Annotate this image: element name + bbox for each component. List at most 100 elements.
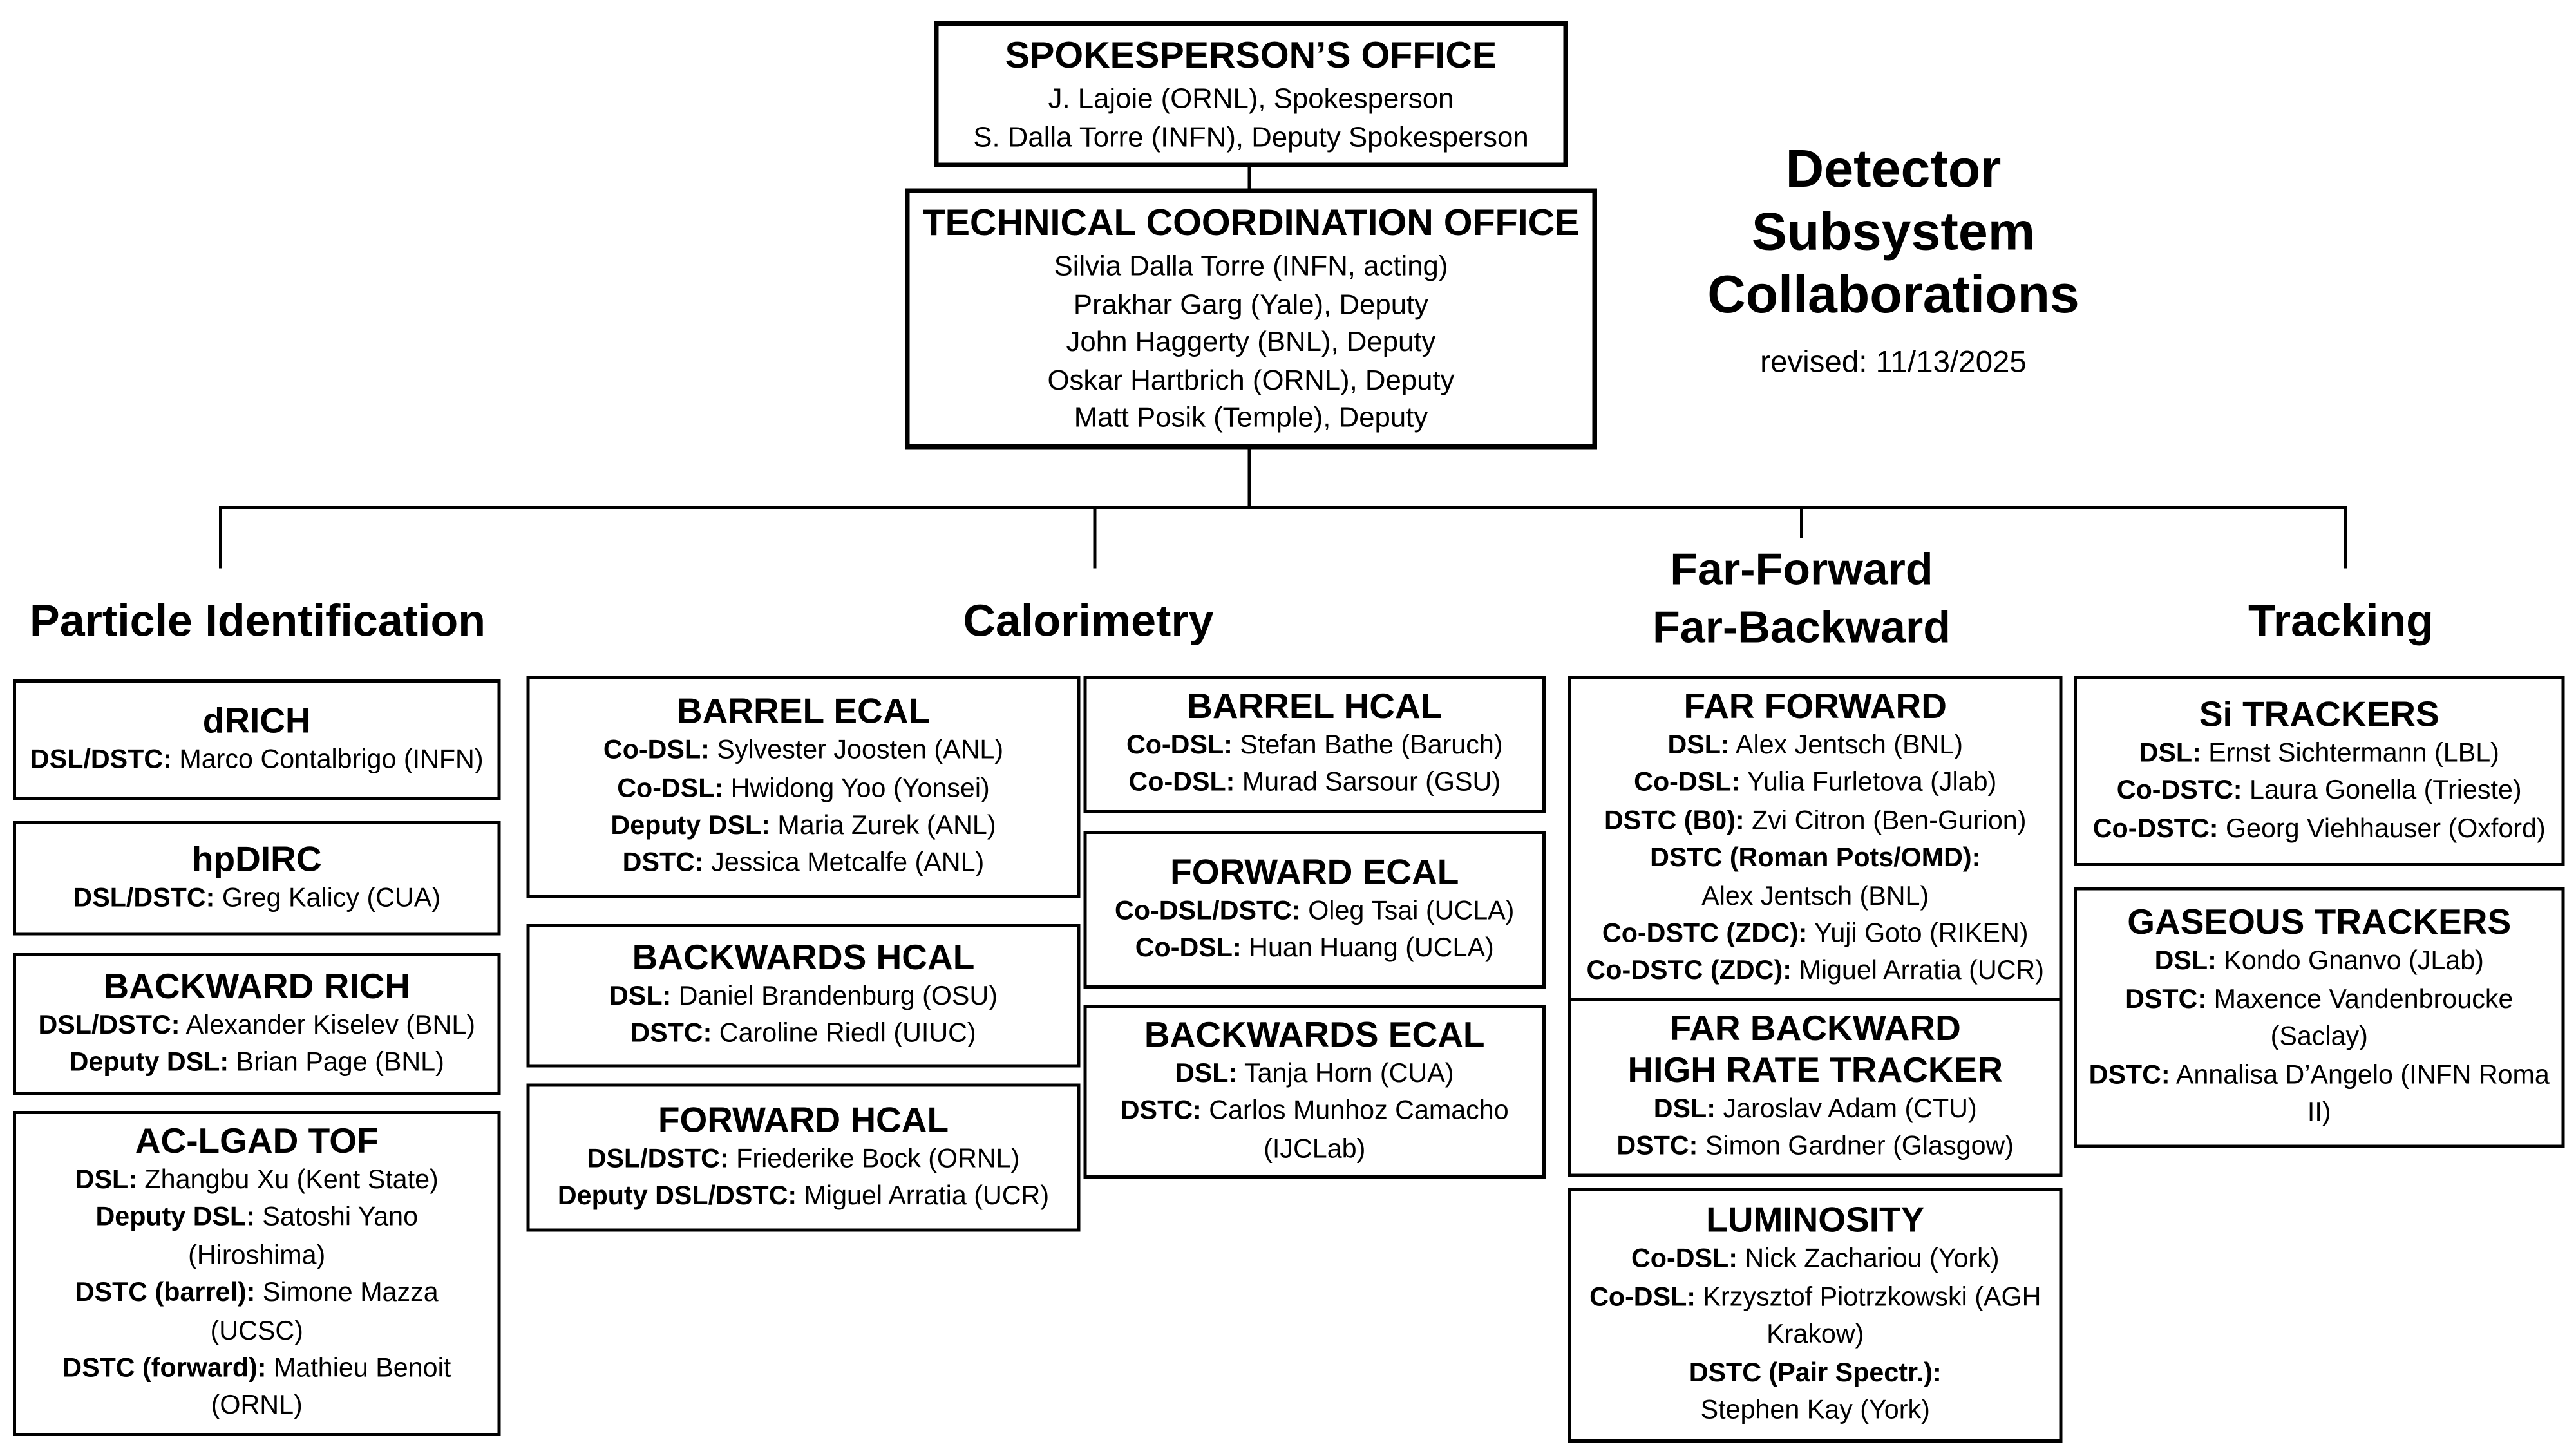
role-label: DSL: (2154, 947, 2217, 977)
role-value: Huan Huang (UCLA) (1241, 933, 1494, 963)
box-spokespersons-office: SPOKESPERSON’S OFFICE J. Lajoie (ORNL), … (934, 21, 1568, 168)
revised-date: revised: 11/13/2025 (1760, 346, 2027, 380)
role-value: Hwidong Yoo (Yonsei) (723, 773, 990, 803)
role-value: Kondo Gnanvo (JLab) (2216, 947, 2484, 977)
role-label: DSTC (B0): (1604, 806, 1745, 835)
role-entry: Co-DSL: Huan Huang (UCLA) (1135, 931, 1494, 969)
role-label: Co-DSL: (617, 773, 724, 803)
role-value: Annalisa D’Angelo (INFN Roma II) (2170, 1060, 2550, 1128)
role-label: Co-DSL: (603, 735, 710, 765)
box-title: BACKWARDS HCAL (632, 937, 975, 978)
role-entry: DSTC: Maxence Vandenbroucke (Saclay) (2087, 982, 2552, 1057)
box-title: BARREL ECAL (676, 690, 931, 732)
role-label: DSL: (1175, 1059, 1238, 1088)
role-label: Co-DSL/DSTC: (1115, 896, 1301, 925)
box-forward-hcal: FORWARD HCAL DSL/DSTC: Friederike Bock (… (526, 1083, 1081, 1232)
role-entry: DSL: Ernst Sichtermann (LBL) (2139, 735, 2499, 773)
role-label: Co-DSL: (1126, 731, 1233, 761)
role-entry: DSTC (B0): Zvi Citron (Ben-Gurion) (1604, 803, 2027, 841)
box-title: hpDIRC (191, 838, 322, 879)
box-title: TECHNICAL COORDINATION OFFICE (922, 201, 1580, 243)
role-entry: DSL/DSTC: Friederike Bock (ORNL) (587, 1141, 1020, 1179)
role-entry: DSL/DSTC: Alexander Kiselev (BNL) (38, 1007, 475, 1045)
connector-drop-calorimetry (1093, 506, 1097, 569)
role-entry: DSTC (barrel): Simone Mazza (UCSC) (26, 1276, 488, 1351)
office-line: J. Lajoie (ORNL), Spokesperson (1048, 82, 1454, 115)
role-value: Caroline Riedl (UIUC) (712, 1019, 976, 1049)
role-entry: Deputy DSL: Brian Page (BNL) (70, 1045, 444, 1083)
role-entry: Co-DSL: Murad Sarsour (GSU) (1128, 766, 1501, 804)
role-entry: DSTC: Simon Gardner (Glasgow) (1616, 1129, 2014, 1167)
role-value: Sylvester Joosten (ANL) (709, 735, 1004, 765)
box-far-forward: FAR FORWARD DSL: Alex Jentsch (BNL) Co-D… (1568, 676, 2063, 1001)
box-barrel-hcal: BARREL HCAL Co-DSL: Stefan Bathe (Baruch… (1083, 676, 1546, 813)
role-label: Deputy DSL: (95, 1203, 255, 1233)
role-label: Co-DSL: (1634, 768, 1741, 798)
role-value: Yulia Furletova (Jlab) (1740, 768, 1997, 798)
column-header-line: Far-Backward (1653, 601, 1951, 652)
role-value: Yuji Goto (RIKEN) (1807, 919, 2029, 949)
office-line: John Haggerty (BNL), Deputy (1066, 325, 1436, 358)
role-entry: Co-DSL: Stefan Bathe (Baruch) (1126, 728, 1503, 766)
role-entry: DSL: Alex Jentsch (BNL) (1667, 728, 1962, 766)
role-entry: DSTC: Annalisa D’Angelo (INFN Roma II) (2087, 1057, 2552, 1133)
role-label: DSTC: (1616, 1132, 1698, 1162)
connector-branch-horizontal (219, 506, 2347, 509)
role-value: Zhangbu Xu (Kent State) (137, 1165, 439, 1195)
role-value: Daniel Brandenburg (OSU) (671, 982, 998, 1012)
office-line: Matt Posik (Temple), Deputy (1074, 401, 1428, 434)
role-entry: Co-DSL: Sylvester Joosten (ANL) (603, 733, 1003, 771)
role-value: Miguel Arratia (UCR) (797, 1181, 1050, 1211)
role-value: Alex Jentsch (BNL) (1729, 730, 1963, 760)
connector-drop-tracking (2344, 506, 2347, 569)
role-label: Co-DSL: (1128, 768, 1235, 798)
role-entry: DSL/DSTC: Greg Kalicy (CUA) (73, 880, 440, 918)
role-entry: DSTC: Caroline Riedl (UIUC) (630, 1017, 976, 1055)
role-entry: DSL: Kondo Gnanvo (JLab) (2155, 944, 2484, 982)
role-value: Greg Kalicy (CUA) (214, 883, 441, 913)
role-entry: Co-DSTC: Laura Gonella (Trieste) (2117, 773, 2522, 811)
role-label: DSTC (barrel): (75, 1278, 256, 1308)
office-line: Prakhar Garg (Yale), Deputy (1073, 287, 1429, 320)
box-far-backward-high-rate-tracker: FAR BACKWARD HIGH RATE TRACKER DSL: Jaro… (1568, 998, 2063, 1177)
role-value: Nick Zachariou (York) (1737, 1245, 2000, 1274)
role-entry: Co-DSL: Yulia Furletova (Jlab) (1634, 765, 1996, 803)
chart-title-line: Detector (1785, 138, 2002, 198)
box-title: Si TRACKERS (2199, 694, 2439, 734)
role-entry: DSTC (Pair Spectr.): Stephen Kay (York) (1689, 1355, 1942, 1430)
role-value: Jessica Metcalfe (ANL) (703, 849, 985, 878)
box-title: BACKWARDS ECAL (1144, 1014, 1485, 1055)
role-label: DSTC: (630, 1019, 712, 1049)
box-gaseous-trackers: GASEOUS TRACKERS DSL: Kondo Gnanvo (JLab… (2074, 887, 2565, 1148)
role-entry: Co-DSL: Nick Zachariou (York) (1631, 1242, 1999, 1280)
role-label: DSL/DSTC: (587, 1144, 729, 1173)
box-title: FAR FORWARD (1683, 686, 1947, 726)
role-value: Friederike Bock (ORNL) (728, 1144, 1020, 1173)
column-header-tracking: Tracking (2248, 596, 2434, 646)
role-label: Deputy DSL/DSTC: (557, 1181, 797, 1211)
role-label: DSTC: (1120, 1097, 1202, 1126)
role-value: Brian Page (BNL) (229, 1048, 444, 1077)
role-label: DSL: (2139, 739, 2201, 768)
role-label: DSTC (Pair Spectr.): (1689, 1358, 1942, 1388)
role-label: DSL/DSTC: (30, 744, 172, 774)
role-label: Co-DSTC (ZDC): (1586, 957, 1792, 987)
box-backward-rich: BACKWARD RICH DSL/DSTC: Alexander Kisele… (13, 953, 501, 1095)
box-barrel-ecal: BARREL ECAL Co-DSL: Sylvester Joosten (A… (526, 676, 1081, 898)
role-label: DSTC (Roman Pots/OMD): (1650, 844, 1981, 873)
office-line: Oskar Hartbrich (ORNL), Deputy (1047, 363, 1455, 396)
role-label: DSTC: (2088, 1060, 2170, 1090)
box-forward-ecal: FORWARD ECAL Co-DSL/DSTC: Oleg Tsai (UCL… (1083, 831, 1546, 989)
role-label: Co-DSTC (ZDC): (1602, 919, 1808, 949)
role-value: Stephen Kay (York) (1700, 1396, 1930, 1425)
connector-drop-pid (219, 506, 222, 569)
box-ac-lgad-tof: AC-LGAD TOF DSL: Zhangbu Xu (Kent State)… (13, 1111, 501, 1436)
box-luminosity: LUMINOSITY Co-DSL: Nick Zachariou (York)… (1568, 1188, 2063, 1443)
role-label: DSL: (1667, 730, 1730, 760)
box-technical-coordination-office: TECHNICAL COORDINATION OFFICE Silvia Dal… (905, 188, 1597, 450)
role-value: Alex Jentsch (BNL) (1701, 882, 1929, 911)
box-backwards-ecal: BACKWARDS ECAL DSL: Tanja Horn (CUA) DST… (1083, 1005, 1546, 1179)
box-title-line2: HIGH RATE TRACKER (1627, 1049, 2003, 1090)
role-label: Deputy DSL: (69, 1048, 229, 1077)
